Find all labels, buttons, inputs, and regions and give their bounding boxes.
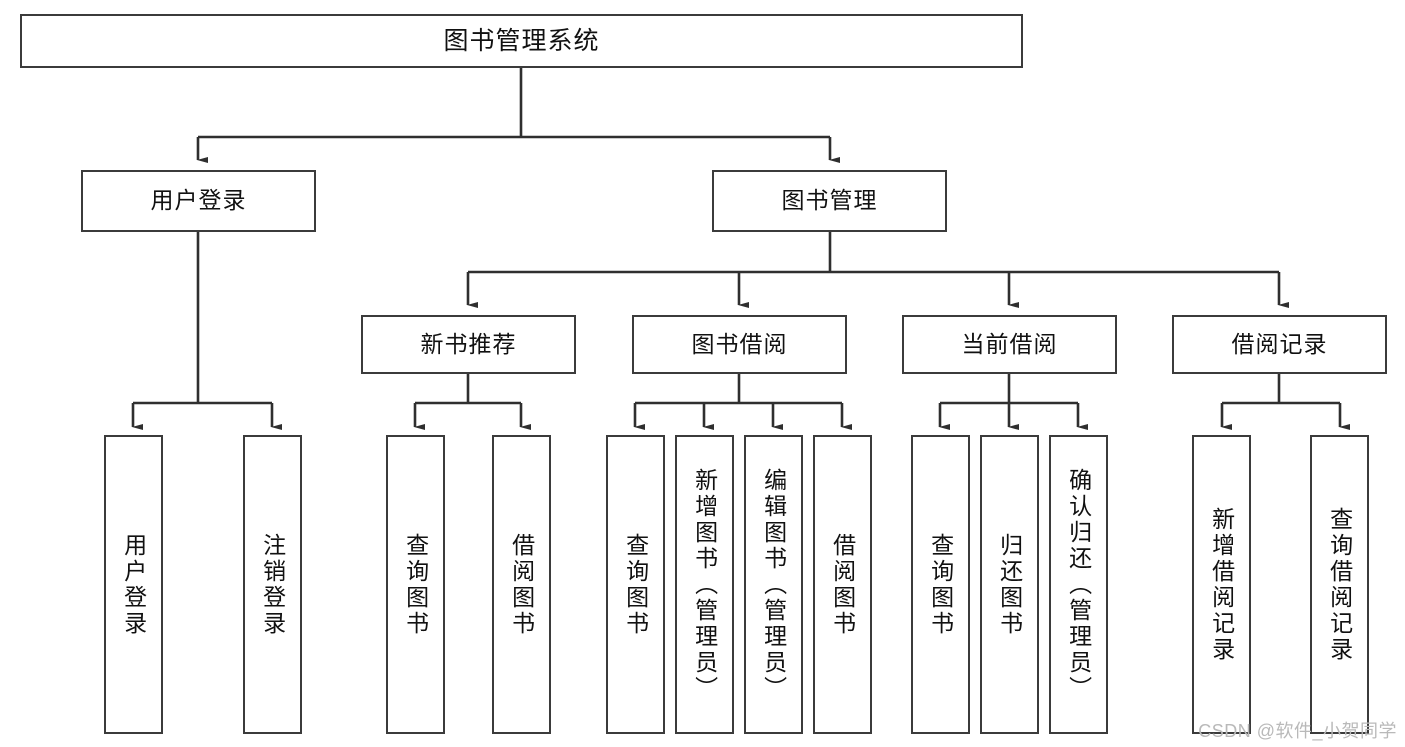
node-leaf-logout-login[interactable]: 注销登录: [243, 435, 302, 734]
node-leaf-query-book-3[interactable]: 查询图书: [911, 435, 970, 734]
node-book-borrow[interactable]: 图书借阅: [632, 315, 847, 374]
node-leaf-add-book[interactable]: 新增图书（管理员）: [675, 435, 734, 734]
node-label: 编辑图书（管理员）: [760, 467, 787, 702]
node-label: 图书管理: [781, 187, 878, 214]
node-label: 图书借阅: [691, 330, 788, 357]
node-label: 查询图书: [402, 532, 429, 637]
node-label: 借阅记录: [1231, 330, 1328, 357]
node-label: 新增借阅记录: [1208, 506, 1235, 663]
node-label: 注销登录: [259, 532, 286, 637]
node-label: 确认归还（管理员）: [1065, 467, 1092, 702]
node-leaf-add-borrow-record[interactable]: 新增借阅记录: [1192, 435, 1251, 734]
node-label: 查询图书: [927, 532, 954, 637]
node-label: 图书管理系统: [443, 27, 600, 55]
csdn-watermark: CSDN @软件_小贺同学: [1198, 721, 1397, 741]
node-label: 查询图书: [622, 532, 649, 637]
node-user-login[interactable]: 用户登录: [81, 170, 316, 232]
node-leaf-confirm-return[interactable]: 确认归还（管理员）: [1049, 435, 1108, 734]
node-label: 归还图书: [996, 532, 1023, 637]
node-label: 借阅图书: [508, 532, 535, 637]
node-leaf-user-login[interactable]: 用户登录: [104, 435, 163, 734]
node-book-management[interactable]: 图书管理: [712, 170, 947, 232]
node-leaf-borrow-book-1[interactable]: 借阅图书: [492, 435, 551, 734]
node-leaf-edit-book[interactable]: 编辑图书（管理员）: [744, 435, 803, 734]
node-leaf-query-book-1[interactable]: 查询图书: [386, 435, 445, 734]
node-root-system[interactable]: 图书管理系统: [20, 14, 1023, 68]
node-label: 查询借阅记录: [1326, 506, 1353, 663]
node-label: 用户登录: [120, 532, 147, 637]
node-label: 借阅图书: [829, 532, 856, 637]
node-label: 当前借阅: [961, 330, 1058, 357]
node-leaf-borrow-book-2[interactable]: 借阅图书: [813, 435, 872, 734]
node-label: 新书推荐: [420, 330, 517, 357]
node-current-borrow[interactable]: 当前借阅: [902, 315, 1117, 374]
node-leaf-query-book-2[interactable]: 查询图书: [606, 435, 665, 734]
node-label: 新增图书（管理员）: [691, 467, 718, 702]
node-leaf-query-borrow-record[interactable]: 查询借阅记录: [1310, 435, 1369, 734]
node-leaf-return-book[interactable]: 归还图书: [980, 435, 1039, 734]
node-new-book-recommend[interactable]: 新书推荐: [361, 315, 576, 374]
node-borrow-record[interactable]: 借阅记录: [1172, 315, 1387, 374]
node-label: 用户登录: [150, 187, 247, 214]
